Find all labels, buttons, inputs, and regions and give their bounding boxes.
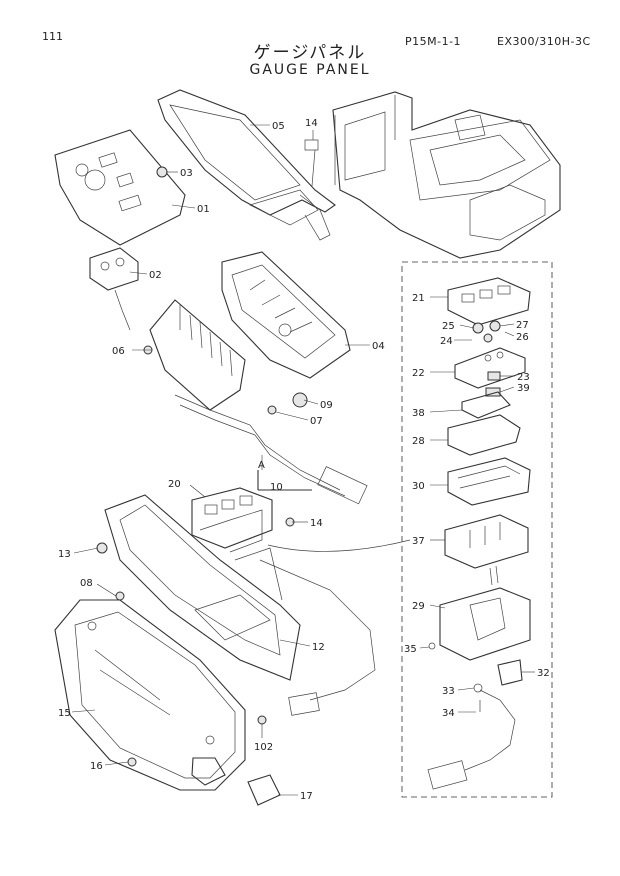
callout-22: 22 bbox=[412, 368, 425, 379]
part-15-lower-cover bbox=[54, 599, 246, 791]
callout-23: 23 bbox=[517, 372, 530, 383]
callout-04: 04 bbox=[372, 341, 385, 352]
leader-lines bbox=[71, 124, 535, 796]
callout-06: 06 bbox=[112, 346, 125, 357]
callout-34: 34 bbox=[442, 708, 455, 719]
doc-code: P15M-1-1 bbox=[405, 35, 462, 48]
callout-20: 20 bbox=[168, 479, 181, 490]
excavator-illustration bbox=[332, 91, 561, 259]
callout-25: 25 bbox=[442, 321, 455, 332]
part-12-console-frame bbox=[104, 494, 376, 716]
callout-27: 27 bbox=[516, 320, 529, 331]
callout-14-top: 14 bbox=[305, 118, 318, 129]
callout-30: 30 bbox=[412, 481, 425, 492]
callout-26: 26 bbox=[516, 332, 529, 343]
callout-24: 24 bbox=[440, 336, 453, 347]
callout-07: 07 bbox=[310, 416, 323, 427]
fasteners bbox=[96, 345, 295, 806]
part-04-housing bbox=[221, 139, 351, 408]
callout-a: A bbox=[258, 460, 265, 471]
part-02-bracket bbox=[89, 247, 139, 331]
model-code: EX300/310H-3C bbox=[497, 35, 591, 48]
callout-37: 37 bbox=[412, 536, 425, 547]
callout-03: 03 bbox=[180, 168, 193, 179]
callout-33: 33 bbox=[442, 686, 455, 697]
callout-38: 38 bbox=[412, 408, 425, 419]
callout-102: 102 bbox=[254, 742, 273, 753]
part-06-10-harness bbox=[149, 299, 368, 505]
callout-12: 12 bbox=[312, 642, 325, 653]
callout-13: 13 bbox=[58, 549, 71, 560]
part-01-gauge-face bbox=[54, 129, 186, 246]
callout-14-mid: 14 bbox=[310, 518, 323, 529]
callout-01: 01 bbox=[197, 204, 210, 215]
callout-labels: 01 02 03 04 05 06 07 08 09 10 12 13 14 1… bbox=[58, 118, 550, 802]
callout-16: 16 bbox=[90, 761, 103, 772]
callout-09: 09 bbox=[320, 400, 333, 411]
callout-17: 17 bbox=[300, 791, 313, 802]
detail-box bbox=[401, 261, 553, 798]
title-japanese: ゲージパネル bbox=[253, 43, 367, 63]
callout-08: 08 bbox=[80, 578, 93, 589]
callout-05: 05 bbox=[272, 121, 285, 132]
callout-28: 28 bbox=[412, 436, 425, 447]
page-number: 111 bbox=[42, 30, 63, 43]
callout-39: 39 bbox=[517, 383, 530, 394]
callout-02: 02 bbox=[149, 270, 162, 281]
part-20-controller bbox=[191, 487, 273, 553]
callout-15: 15 bbox=[58, 708, 71, 719]
callout-21: 21 bbox=[412, 293, 425, 304]
document-code: P15M-1-1 EX300/310H-3C bbox=[405, 35, 591, 48]
title-english: GAUGE PANEL bbox=[249, 62, 371, 78]
signal-cable bbox=[267, 539, 411, 552]
part-05-cover bbox=[157, 89, 336, 241]
callout-32: 32 bbox=[537, 668, 550, 679]
callout-35: 35 bbox=[404, 644, 417, 655]
callout-10: 10 bbox=[270, 482, 283, 493]
callout-29: 29 bbox=[412, 601, 425, 612]
